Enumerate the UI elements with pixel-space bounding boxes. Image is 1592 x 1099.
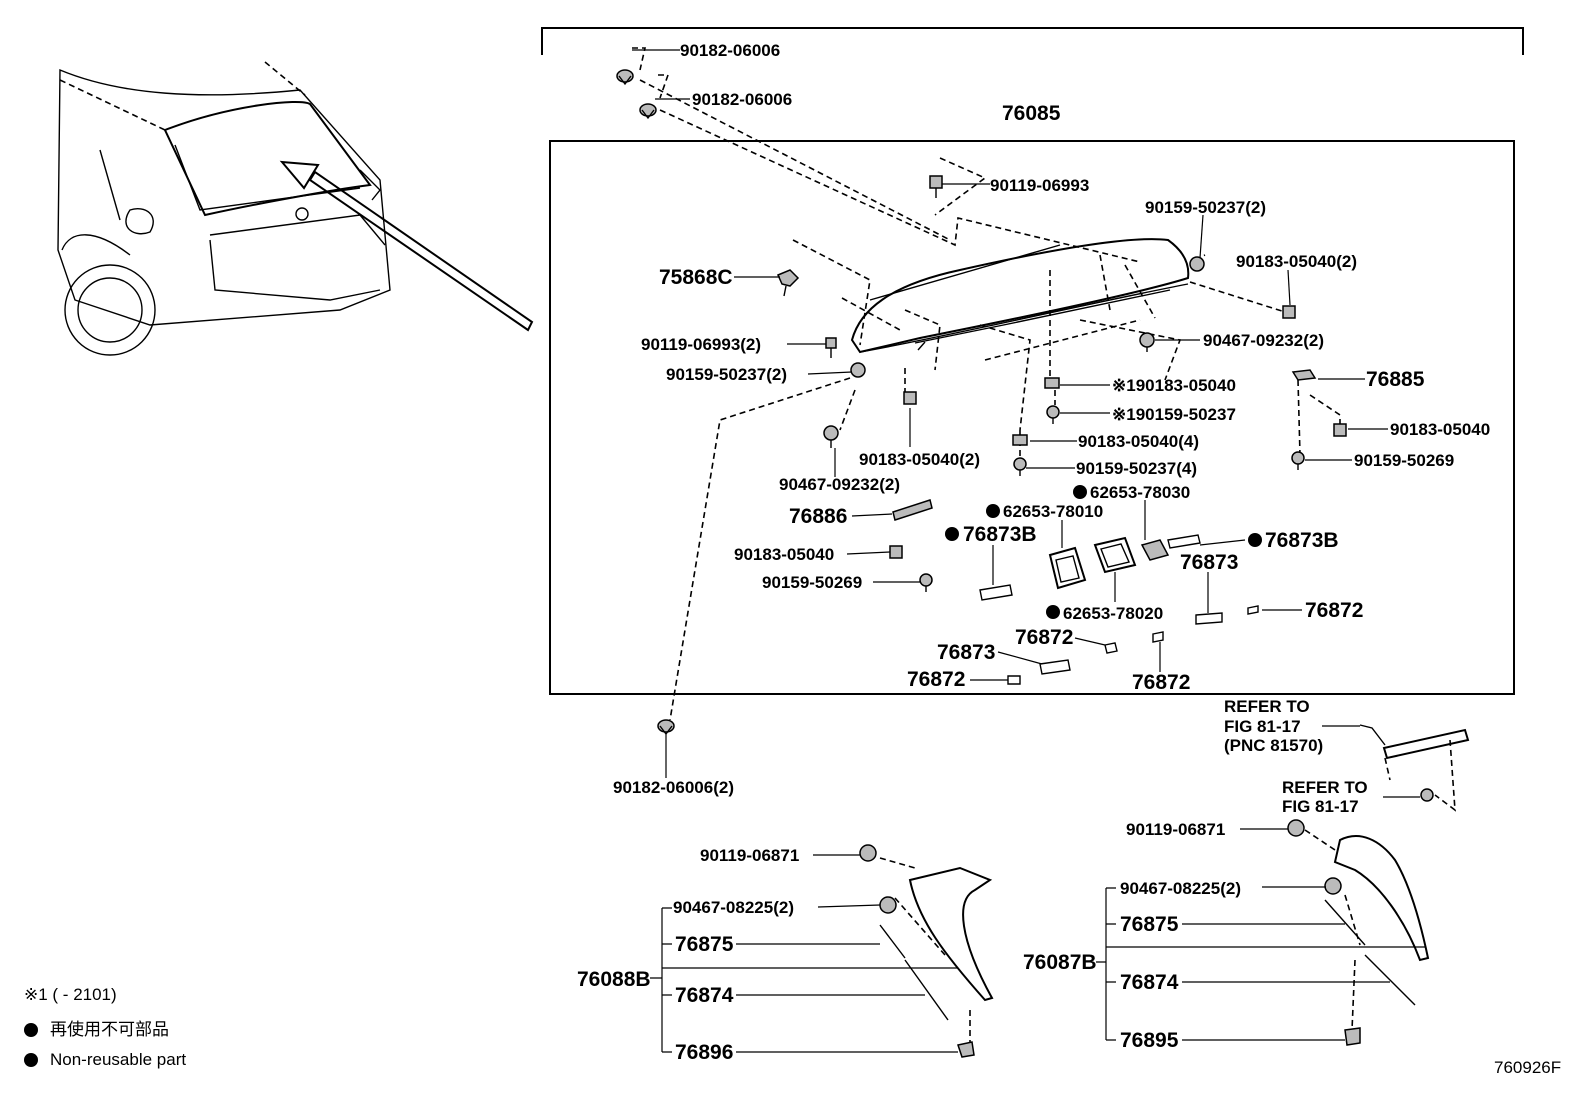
vehicle-rear-illustration bbox=[57, 61, 391, 356]
part-label: ※190159-50237 bbox=[1112, 405, 1236, 424]
nut-icon bbox=[1282, 305, 1296, 319]
screw-icon bbox=[1013, 457, 1027, 476]
clip-icon bbox=[929, 175, 943, 198]
part-label: 76872 bbox=[1305, 599, 1363, 622]
part-label: 62653-78010 bbox=[1003, 502, 1103, 521]
part-label: 76874 bbox=[1120, 971, 1179, 994]
garnish-left bbox=[859, 844, 994, 1058]
grommet-icon bbox=[639, 103, 657, 120]
assembly-label: 76085 bbox=[1002, 102, 1061, 125]
screw-icon bbox=[1046, 405, 1060, 424]
part-label: 76896 bbox=[675, 1041, 733, 1064]
clip-icon bbox=[825, 337, 837, 358]
part-label: 90159-50269 bbox=[1354, 451, 1454, 470]
legend-jp: 再使用不可部品 bbox=[50, 1020, 169, 1039]
part-label: 76874 bbox=[675, 984, 734, 1007]
leader-lines bbox=[632, 49, 1425, 1053]
part-label: 90183-05040(2) bbox=[859, 450, 980, 469]
screw-icon bbox=[1291, 451, 1305, 470]
part-label: 90182-06006 bbox=[692, 90, 792, 109]
part-label: 76873 bbox=[1180, 551, 1238, 574]
top-bracket bbox=[541, 27, 1524, 55]
non-reusable-bullet-icon bbox=[24, 1023, 38, 1037]
callout-arrow-icon bbox=[279, 160, 534, 332]
part-label: 90119-06993 bbox=[990, 176, 1089, 195]
seal-pad-icons bbox=[979, 534, 1259, 685]
nut-icon bbox=[1012, 434, 1028, 446]
clip-icon bbox=[777, 269, 800, 297]
part-label: 90159-50237(4) bbox=[1076, 459, 1197, 478]
nut-icon bbox=[1189, 256, 1205, 272]
nut-icon bbox=[850, 362, 866, 378]
part-label: 90467-08225(2) bbox=[673, 898, 794, 917]
nut-icon bbox=[1044, 377, 1060, 389]
part-label: 90159-50237(2) bbox=[1145, 198, 1266, 217]
legend: ※1 ( - 2101) 再使用不可部品 Non-reusable part bbox=[24, 985, 186, 1080]
reference-label: REFER TO bbox=[1282, 778, 1368, 797]
part-label: 90182-06006 bbox=[680, 41, 780, 60]
part-labels: 90182-06006 90182-06006 76085 90119-0699… bbox=[577, 41, 1490, 1064]
part-label: 90159-50269 bbox=[762, 573, 862, 592]
clip-icon bbox=[1291, 369, 1317, 381]
nut-icon bbox=[903, 391, 917, 405]
part-label: 76886 bbox=[789, 505, 847, 528]
reference-label: REFER TO bbox=[1224, 697, 1310, 716]
part-label: 75868C bbox=[659, 266, 733, 289]
non-reusable-bullets bbox=[945, 485, 1262, 619]
part-label: 76875 bbox=[675, 933, 734, 956]
legend-jp-row: 再使用不可部品 bbox=[24, 1015, 186, 1040]
part-label: ※190183-05040 bbox=[1112, 376, 1236, 395]
assembly-label: 76088B bbox=[577, 968, 651, 991]
part-label: 90183-05040(4) bbox=[1078, 432, 1199, 451]
part-label: 90183-05040(2) bbox=[1236, 252, 1357, 271]
part-label: 90119-06993(2) bbox=[641, 335, 761, 354]
part-label: 76875 bbox=[1120, 913, 1179, 936]
figure-id: 760926F bbox=[1494, 1058, 1562, 1077]
legend-en-row: Non-reusable part bbox=[24, 1050, 186, 1070]
part-label: 76885 bbox=[1366, 368, 1425, 391]
fastener-icons bbox=[616, 69, 1347, 736]
spoiler-body bbox=[850, 238, 1190, 354]
part-label: 76872 bbox=[1132, 671, 1190, 694]
grommet-icon bbox=[616, 69, 634, 86]
reference-label: FIG 81-17 bbox=[1224, 717, 1301, 736]
part-label: 90119-06871 bbox=[1126, 820, 1225, 839]
part-label: 90119-06871 bbox=[700, 846, 799, 865]
screw-icon bbox=[823, 425, 839, 448]
nut-icon bbox=[889, 545, 903, 559]
legend-en: Non-reusable part bbox=[50, 1050, 187, 1069]
part-label: 90467-08225(2) bbox=[1120, 879, 1241, 898]
part-label: 90467-09232(2) bbox=[779, 475, 900, 494]
part-label: 62653-78020 bbox=[1063, 604, 1163, 623]
part-label: 76895 bbox=[1120, 1029, 1179, 1052]
reference-label: FIG 81-17 bbox=[1282, 797, 1359, 816]
assembly-frame-76085 bbox=[549, 140, 1515, 695]
part-label: 76873B bbox=[1265, 529, 1339, 552]
part-label: 90183-05040 bbox=[1390, 420, 1490, 439]
stop-lamp-icon bbox=[1359, 724, 1470, 812]
legend-note: ※1 ( - 2101) bbox=[24, 985, 117, 1004]
non-reusable-bullet-icon bbox=[24, 1053, 38, 1067]
part-label: 90467-09232(2) bbox=[1203, 331, 1324, 350]
assembly-label: 76087B bbox=[1023, 951, 1097, 974]
part-label: 76873 bbox=[937, 641, 995, 664]
grommet-icon bbox=[657, 719, 675, 736]
part-label: 90159-50237(2) bbox=[666, 365, 787, 384]
bracket-icon bbox=[892, 499, 933, 521]
part-label: 76872 bbox=[1015, 626, 1073, 649]
part-label: 62653-78030 bbox=[1090, 483, 1190, 502]
screw-icon bbox=[1139, 332, 1155, 352]
garnish-right bbox=[1287, 819, 1430, 1046]
part-label: 90182-06006(2) bbox=[613, 778, 734, 797]
part-label: 76872 bbox=[907, 668, 965, 691]
part-label: 90183-05040 bbox=[734, 545, 834, 564]
nut-icon bbox=[1333, 423, 1347, 437]
screw-icon bbox=[919, 573, 933, 592]
reference-label: (PNC 81570) bbox=[1224, 736, 1323, 755]
part-label: 76873B bbox=[963, 523, 1037, 546]
